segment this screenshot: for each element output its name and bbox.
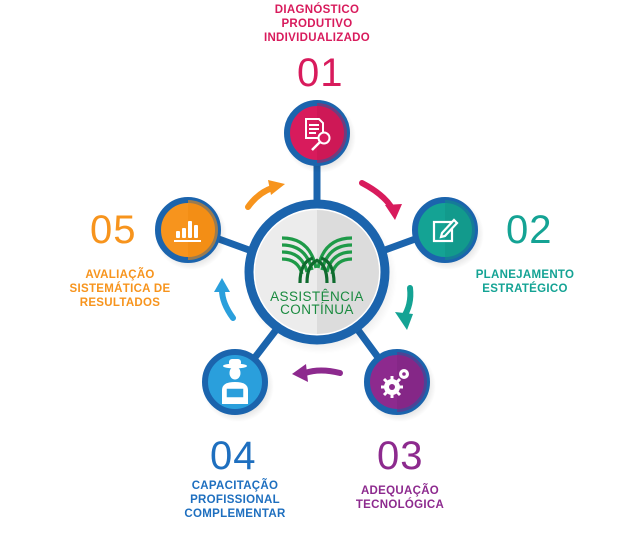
arrow-03-to-04-icon	[292, 364, 343, 382]
arrow-04-to-05-icon	[214, 278, 236, 321]
center-title-line1: ASSISTÊNCIA	[270, 289, 364, 304]
gears-icon	[381, 369, 409, 398]
document-search-icon	[305, 118, 331, 151]
center-title-line2: CONTÍNUA	[280, 302, 354, 317]
step-node-01[interactable]	[284, 100, 356, 173]
cycle-arrows	[214, 180, 414, 382]
center-hub	[244, 199, 397, 354]
bar-chart-icon	[174, 221, 201, 242]
step-node-02[interactable]	[412, 197, 484, 270]
farmer-reading-icon	[222, 359, 248, 404]
step-05-title: AVALIAÇÃO SISTEMÁTICA DE RESULTADOS	[69, 269, 171, 309]
step-01-title: DIAGNÓSTICO PRODUTIVO INDIVIDUALIZADO	[263, 4, 371, 44]
step-02-title: PLANEJAMENTO ESTRATÉGICO	[475, 269, 575, 295]
step-node-03[interactable]	[364, 349, 436, 422]
arrow-02-to-03-icon	[395, 285, 414, 330]
step-05-number: 05	[90, 208, 137, 252]
step-02-number: 02	[506, 208, 553, 252]
step-01-number: 01	[297, 51, 344, 95]
leaf-arc-logo-icon	[281, 236, 353, 284]
step-node-05[interactable]	[155, 197, 227, 270]
step-03-number: 03	[377, 434, 424, 478]
arrow-05-to-01-icon	[245, 180, 285, 210]
step-04-title: CAPACITAÇÃO PROFISSIONAL COMPLEMENTAR	[184, 480, 286, 520]
step-04-number: 04	[210, 434, 257, 478]
step-node-04[interactable]	[202, 349, 274, 422]
step-03-title: ADEQUAÇÃO TECNOLÓGICA	[355, 485, 445, 511]
arrow-01-to-02-icon	[359, 180, 402, 220]
edit-pencil-icon	[432, 218, 459, 243]
